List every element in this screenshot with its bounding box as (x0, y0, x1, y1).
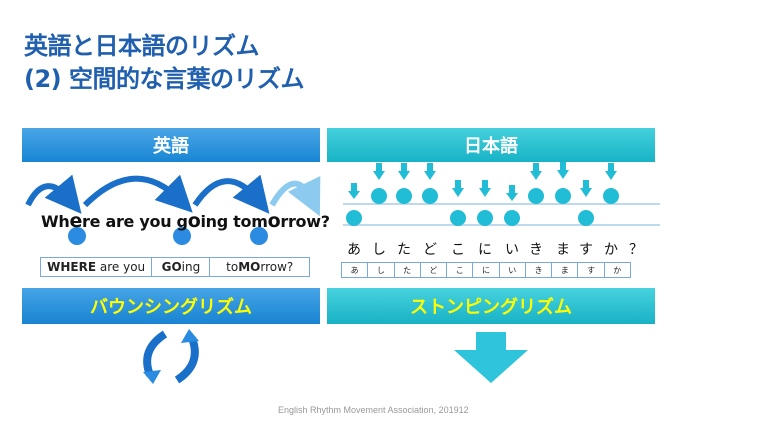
ja-box-cell: あ (342, 263, 369, 277)
bounce-cycle-icon (143, 329, 199, 384)
ja-syllable: あ (347, 242, 361, 258)
bounce-arc-2 (82, 174, 193, 213)
bouncing-rhythm-label: バウンシングリズム (22, 288, 320, 324)
footer-credit: English Rhythm Movement Association, 201… (278, 405, 469, 415)
bounce-arc-3 (192, 174, 270, 214)
ja-box-cell: こ (447, 263, 474, 277)
english-header: 英語 (22, 128, 320, 162)
ja-box-cell: す (578, 263, 605, 277)
stress-cell-1: WHERE are you (41, 258, 153, 276)
ja-syllable: か (604, 242, 618, 258)
ja-syllable: き (529, 242, 543, 258)
ja-syllable: に (478, 242, 492, 258)
ja-syllable: た (397, 242, 411, 258)
title-line-2: (2) 空間的な言葉のリズム (24, 65, 305, 93)
slide-title: 英語と日本語のリズム (2) 空間的な言葉のリズム (24, 30, 305, 96)
title-line-1: 英語と日本語のリズム (24, 32, 260, 60)
stress-dot-2 (173, 227, 191, 245)
english-sentence: Where are you going tomorrow? (41, 210, 330, 232)
ja-syllable: こ (451, 242, 465, 258)
stomp-down-arrow-icon (454, 332, 528, 383)
ja-box-cell: し (368, 263, 395, 277)
ja-syllable: ま (556, 242, 570, 258)
ja-syllable: ？ (629, 242, 643, 258)
ja-syllable: し (372, 242, 386, 258)
ja-syllable: す (579, 242, 593, 258)
stress-dot-1 (68, 227, 86, 245)
ja-box-cell: か (613, 265, 622, 275)
ja-box-cell: い (500, 263, 526, 277)
ja-box-cell: に (473, 263, 500, 277)
bounce-arc-1 (25, 174, 82, 214)
stomp-dots (346, 170, 619, 226)
ja-box-cell: ま (552, 263, 579, 277)
stomping-rhythm-label: ストンピングリズム (327, 288, 655, 324)
stress-dot-3 (250, 227, 268, 245)
japanese-header: 日本語 (327, 128, 655, 162)
bounce-arc-4 (269, 175, 321, 217)
ja-syllable: ど (423, 242, 437, 258)
ja-box-cell: き (526, 263, 553, 277)
ja-box-cell: ど (421, 263, 448, 277)
japanese-syllable-box: あ し た ど こ に い き ま す か (341, 262, 631, 278)
ja-box-cell: た (395, 263, 421, 277)
ja-syllable: い (505, 242, 519, 258)
